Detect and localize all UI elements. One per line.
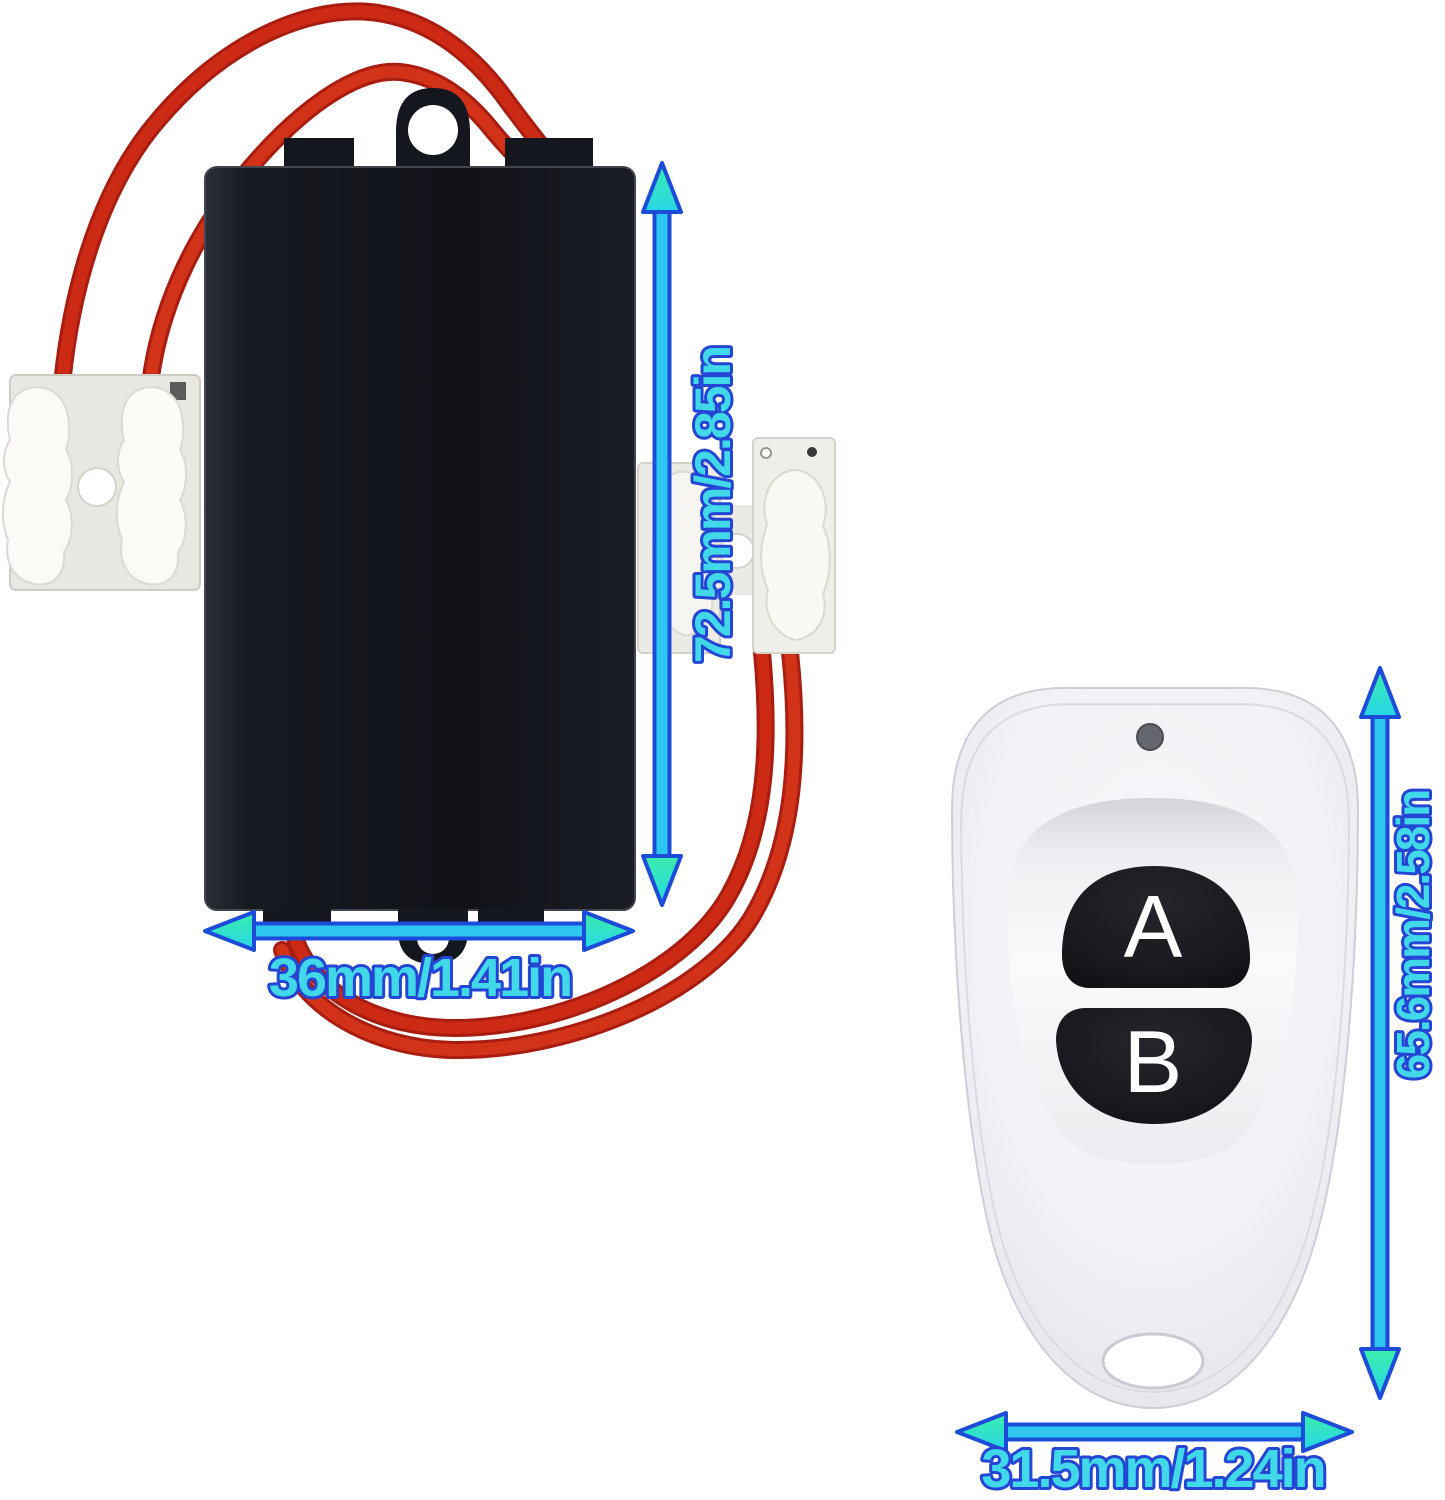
remote-seam-line <box>960 703 1350 1393</box>
dimension-arrow-receiver-height <box>641 161 683 907</box>
dimension-annotations: 72.5mm/2.85in 36mm/1.41in 65.6mm/2.58in … <box>203 161 1442 1500</box>
terminal-lever <box>2 386 73 586</box>
red-wires-top <box>53 2 555 394</box>
red-wire-top-inner-core <box>144 65 524 391</box>
dimension-arrow-receiver-width <box>203 910 635 952</box>
arrowhead-left <box>203 910 256 952</box>
arrowhead-down <box>1359 1347 1401 1400</box>
arrowhead-left <box>955 1411 1008 1453</box>
terminal-lever <box>116 386 187 586</box>
arrowhead-right <box>1301 1411 1354 1453</box>
dimension-label-receiver-height: 72.5mm/2.85in <box>685 347 741 663</box>
button-a-label: A <box>1124 877 1183 976</box>
terminal-lever <box>760 468 831 642</box>
dimension-arrow-remote-width <box>955 1411 1354 1453</box>
arrowhead-up <box>1359 666 1401 719</box>
button-b <box>1056 1008 1252 1124</box>
terminal-notch <box>170 382 186 400</box>
arrowhead-right <box>582 910 635 952</box>
terminal-screw-hole <box>807 447 817 457</box>
mounting-tab-top-right <box>505 138 593 170</box>
terminal-screw-hole <box>760 447 772 459</box>
receiver-box <box>204 166 636 911</box>
red-wire-loop <box>273 643 804 1060</box>
button-a <box>1062 866 1251 988</box>
dimension-label-receiver-width: 36mm/1.41in <box>269 948 571 1008</box>
dimension-label-remote-width: 31.5mm/1.24in <box>981 1439 1324 1499</box>
arrowhead-down <box>641 854 683 907</box>
dimension-label-remote-height: 65.6mm/2.58in <box>1387 791 1439 1080</box>
arrowhead-up <box>641 161 683 214</box>
button-b-label: B <box>1124 1012 1183 1111</box>
mounting-hole-top <box>408 105 458 155</box>
mounting-tab-top-left <box>284 138 354 170</box>
remote-control: A B <box>950 687 1360 1410</box>
terminal-hole <box>77 467 117 507</box>
keychain-hole <box>1101 1332 1205 1390</box>
terminal-block-left <box>2 374 201 591</box>
led-indicator <box>1136 723 1164 751</box>
red-wire-top-outer-core <box>56 5 552 391</box>
dimension-arrow-remote-height <box>1359 666 1401 1400</box>
